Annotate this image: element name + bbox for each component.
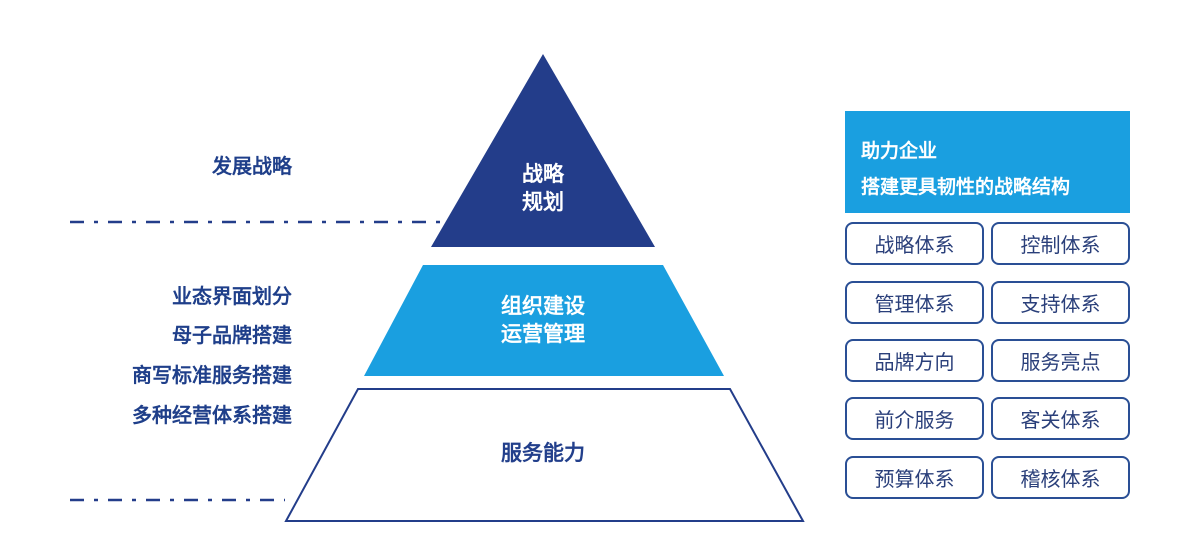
left-item-2: 母子品牌搭建 bbox=[172, 323, 292, 347]
left-item-3: 商写标准服务搭建 bbox=[132, 363, 292, 387]
top-tier-line2: 规划 bbox=[522, 190, 564, 214]
system-box-strategy: 战略体系 bbox=[845, 222, 984, 265]
top-tier-line1: 战略 bbox=[522, 162, 564, 186]
system-box-customer-relations: 客关体系 bbox=[991, 397, 1130, 440]
panel-header-line1: 助力企业 bbox=[861, 140, 938, 162]
strategy-label: 发展战略 bbox=[212, 154, 292, 178]
system-box-control: 控制体系 bbox=[991, 222, 1130, 265]
middle-tier-line2: 运营管理 bbox=[501, 322, 585, 346]
system-box-support: 支持体系 bbox=[991, 281, 1130, 324]
panel-header-line2: 搭建更具韧性的战略结构 bbox=[861, 176, 1071, 198]
pyramid-middle-tier bbox=[364, 265, 724, 376]
system-box-service-highlights: 服务亮点 bbox=[991, 339, 1130, 382]
middle-tier-label: 组织建设 运营管理 bbox=[473, 292, 613, 348]
pyramid-top-tier bbox=[431, 54, 655, 247]
bottom-tier-line1: 服务能力 bbox=[501, 441, 585, 465]
left-item-4: 多种经营体系搭建 bbox=[132, 403, 292, 427]
middle-tier-line1: 组织建设 bbox=[501, 294, 585, 318]
system-box-brand-direction: 品牌方向 bbox=[845, 339, 984, 382]
system-box-management: 管理体系 bbox=[845, 281, 984, 324]
bottom-tier-label: 服务能力 bbox=[473, 439, 613, 467]
system-box-early-service: 前介服务 bbox=[845, 397, 984, 440]
system-box-audit: 稽核体系 bbox=[991, 456, 1130, 499]
pyramid-bottom-tier bbox=[284, 388, 805, 522]
top-tier-label: 战略 规划 bbox=[493, 160, 593, 216]
panel-header: 助力企业 搭建更具韧性的战略结构 bbox=[845, 111, 1130, 213]
system-box-budget: 预算体系 bbox=[845, 456, 984, 499]
left-item-1: 业态界面划分 bbox=[172, 284, 292, 308]
